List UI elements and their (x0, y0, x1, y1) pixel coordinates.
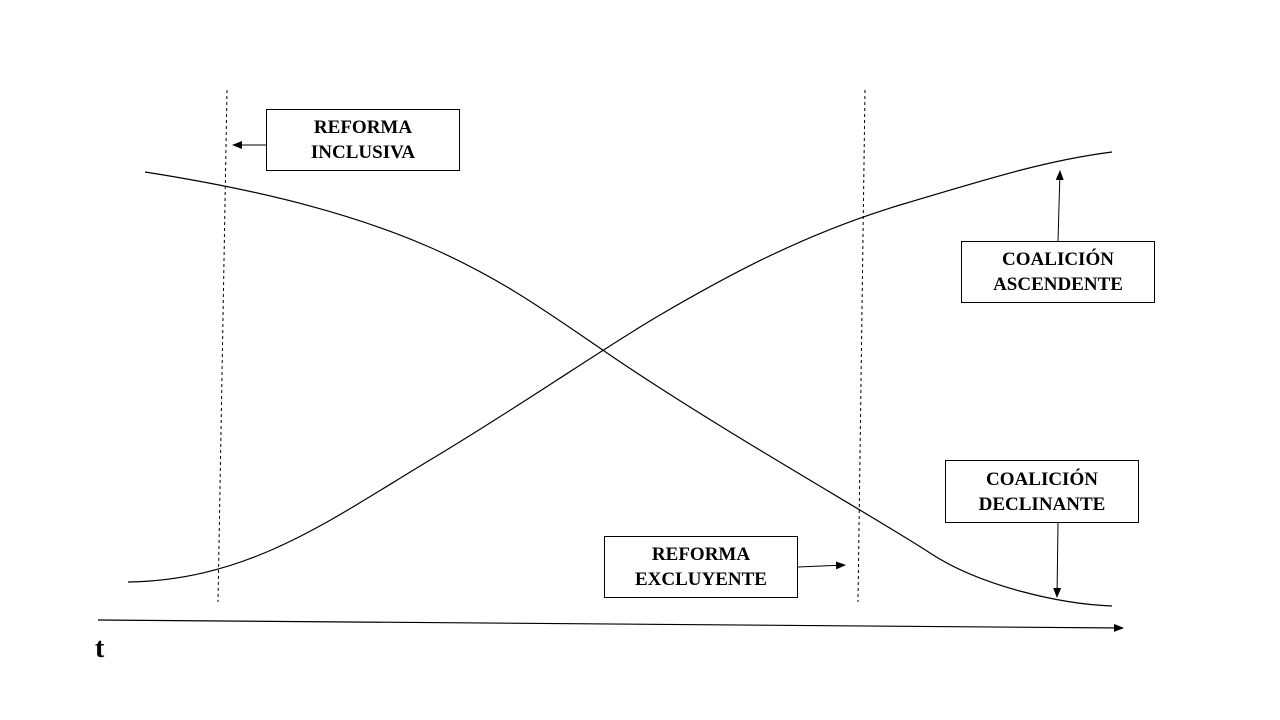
reforma-inclusiva-line-1: REFORMA (313, 117, 413, 138)
declining-coalition-curve (144, 171, 1113, 607)
coalicion-declinante-arrow (1053, 522, 1062, 598)
time-axis-label: t (95, 633, 105, 664)
coalicion-ascendente-arrow (1055, 170, 1064, 242)
inclusive-reform-dashed-line (217, 89, 228, 603)
coalicion-declinante-line-2: DECLINANTE (978, 493, 1106, 515)
coalicion-declinante-line-1: COALICIÓN (986, 468, 1098, 490)
reforma-excluyente-box: REFORMA EXCLUYENTE (604, 536, 798, 598)
reforma-excluyente-line-1: REFORMA (651, 544, 751, 565)
coalicion-declinante-box: COALICIÓN DECLINANTE (945, 460, 1139, 523)
ascending-coalition-curve (127, 151, 1113, 583)
reforma-excluyente-arrow (797, 561, 846, 570)
coalicion-ascendente-line-2: ASCENDENTE (993, 274, 1123, 295)
reforma-inclusiva-line-2: INCLUSIVA (310, 142, 416, 163)
reforma-inclusiva-box: REFORMA INCLUSIVA (266, 109, 460, 171)
coalicion-ascendente-line-1: COALICIÓN (1002, 249, 1114, 270)
reforma-excluyente-line-2: EXCLUYENTE (635, 569, 767, 590)
time-axis-arrow (97, 619, 1124, 632)
coalicion-ascendente-box: COALICIÓN ASCENDENTE (961, 241, 1155, 303)
exclusive-reform-dashed-line (857, 89, 866, 603)
